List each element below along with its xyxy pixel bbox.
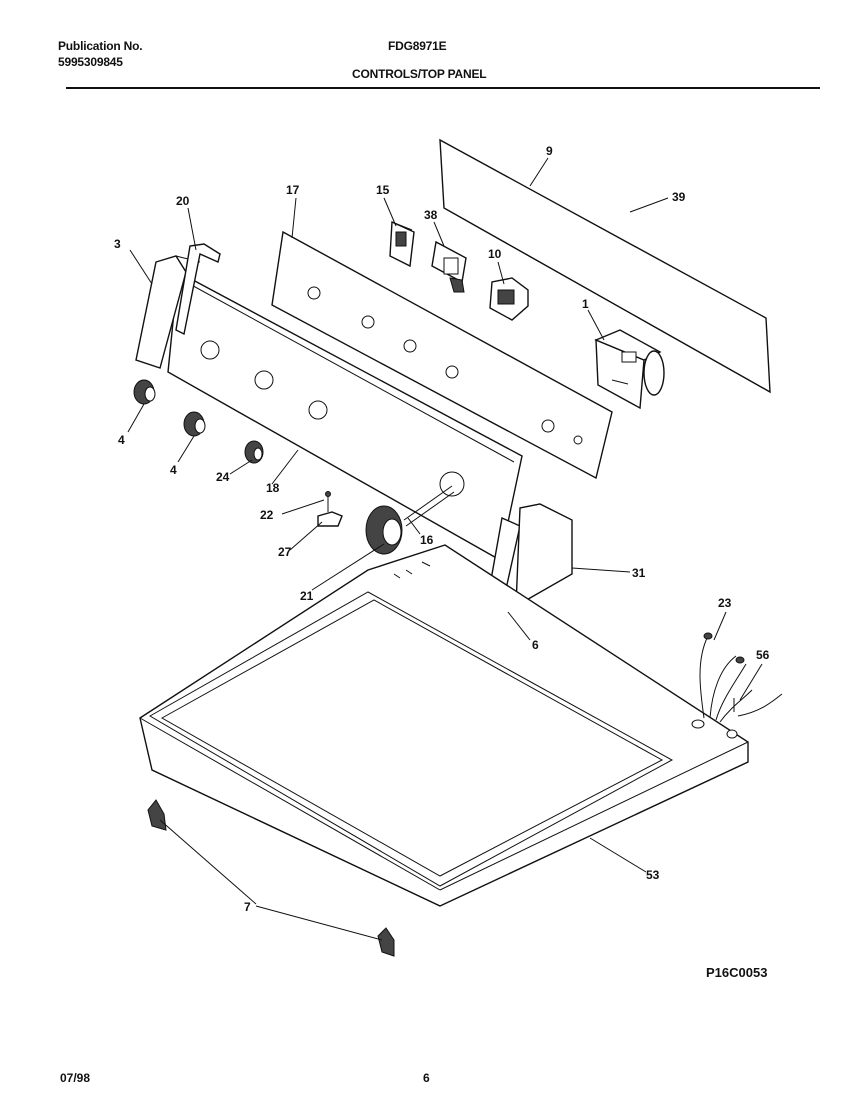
- callout-53: 53: [646, 868, 660, 882]
- part-screw: [325, 491, 331, 512]
- callout-22: 22: [260, 508, 274, 522]
- callout-39: 39: [672, 190, 686, 204]
- callout-20: 20: [176, 194, 190, 208]
- callout-24: 24: [216, 470, 230, 484]
- part-clip: [317, 511, 343, 527]
- part-rear-panel: [439, 138, 771, 394]
- leader-lines: [127, 157, 763, 941]
- part-timer: [594, 329, 665, 410]
- part-knob-lower: [183, 411, 206, 437]
- callout-1: 1: [582, 297, 589, 311]
- callout-17: 17: [286, 183, 300, 197]
- part-top-panel: [139, 544, 749, 907]
- drawing-code: P16C0053: [706, 965, 768, 980]
- part-control-backplate: [271, 230, 613, 480]
- callout-38: 38: [424, 208, 438, 222]
- callout-21: 21: [300, 589, 314, 603]
- part-ground-screw: [733, 693, 783, 717]
- callout-16: 16: [420, 533, 434, 547]
- callout-7: 7: [244, 900, 251, 914]
- callout-56: 56: [756, 648, 770, 662]
- publication-label: Publication No.: [58, 39, 143, 53]
- callout-31: 31: [632, 566, 646, 580]
- callout-4-upper: 4: [118, 433, 125, 447]
- part-knob-upper: [133, 379, 156, 405]
- callout-9: 9: [546, 144, 553, 158]
- publication-number: 5995309845: [58, 55, 123, 69]
- part-knob-small: [244, 440, 264, 464]
- callout-6: 6: [532, 638, 539, 652]
- callout-18: 18: [266, 481, 280, 495]
- part-start-switch: [489, 277, 529, 321]
- model-number: FDG8971E: [388, 39, 447, 53]
- callout-27: 27: [278, 545, 292, 559]
- page-number: 6: [423, 1071, 430, 1085]
- part-clip-rear: [377, 927, 395, 957]
- part-clip-front: [147, 799, 167, 831]
- callout-labels: 1 3 4 4 6 7 9 10 15 16 17 18 20 21 22 23…: [114, 144, 770, 914]
- callout-23: 23: [718, 596, 732, 610]
- date-code: 07/98: [60, 1071, 91, 1085]
- section-title: CONTROLS/TOP PANEL: [352, 67, 487, 81]
- part-timer-knob: [365, 485, 455, 555]
- callout-4-lower: 4: [170, 463, 177, 477]
- callout-3: 3: [114, 237, 121, 251]
- callout-15: 15: [376, 183, 390, 197]
- part-wire-harness: [699, 632, 753, 723]
- callout-10: 10: [488, 247, 502, 261]
- part-selector-switch: [431, 240, 467, 293]
- part-switch: [389, 220, 415, 268]
- header-divider: [66, 87, 820, 89]
- part-bracket: [175, 243, 221, 336]
